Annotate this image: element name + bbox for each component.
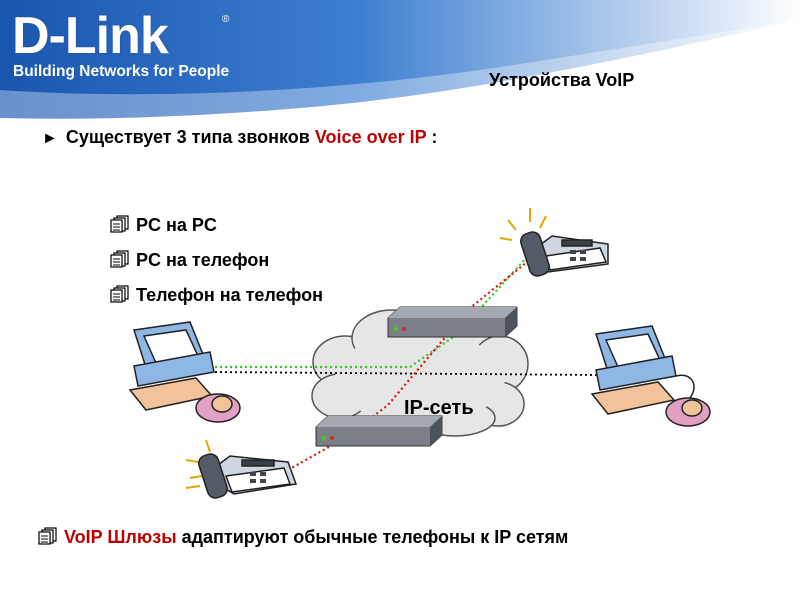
gateway-icon <box>315 415 443 447</box>
call-type-label: PC на телефон <box>136 250 270 270</box>
telephone-icon <box>499 208 609 277</box>
intro-suffix: : <box>431 127 438 147</box>
dlink-logo: D-Link <box>12 7 169 65</box>
bottom-line: VoIP Шлюзы адаптируют обычные телефоны к… <box>38 527 568 548</box>
intro-prefix: Существует 3 типа звонков <box>65 127 310 147</box>
gateway-icon <box>387 306 518 338</box>
header-banner <box>0 0 800 123</box>
slide-title: Устройства VoIP <box>489 70 635 90</box>
cloud-label: IP-сеть <box>404 397 474 419</box>
logo-tagline: Building Networks for People <box>13 63 230 80</box>
registered-mark: ® <box>222 14 230 25</box>
computer-icon <box>590 325 711 427</box>
arrow-bullet-icon: ► <box>42 130 58 147</box>
computer-icon <box>128 321 241 423</box>
document-bullet-icon <box>110 215 129 233</box>
intro-line: ► Существует 3 типа звонков Voice over IP… <box>42 127 437 148</box>
pc-pc-green-line <box>210 255 529 369</box>
call-type-label: Телефон на телефон <box>136 285 323 305</box>
call-type-item: PC на PC <box>110 215 217 236</box>
intro-highlight: Voice over IP <box>314 127 427 147</box>
document-bullet-icon <box>110 250 129 268</box>
call-type-item: Телефон на телефон <box>110 285 323 306</box>
document-bullet-icon <box>38 527 57 545</box>
bottom-highlight: VoIP Шлюзы <box>64 527 177 547</box>
document-bullet-icon <box>110 285 129 303</box>
call-type-item: PC на телефон <box>110 250 269 271</box>
call-type-label: PC на PC <box>136 215 217 235</box>
bottom-rest: адаптируют обычные телефоны к IP сетям <box>181 527 569 547</box>
telephone-icon <box>185 439 298 499</box>
